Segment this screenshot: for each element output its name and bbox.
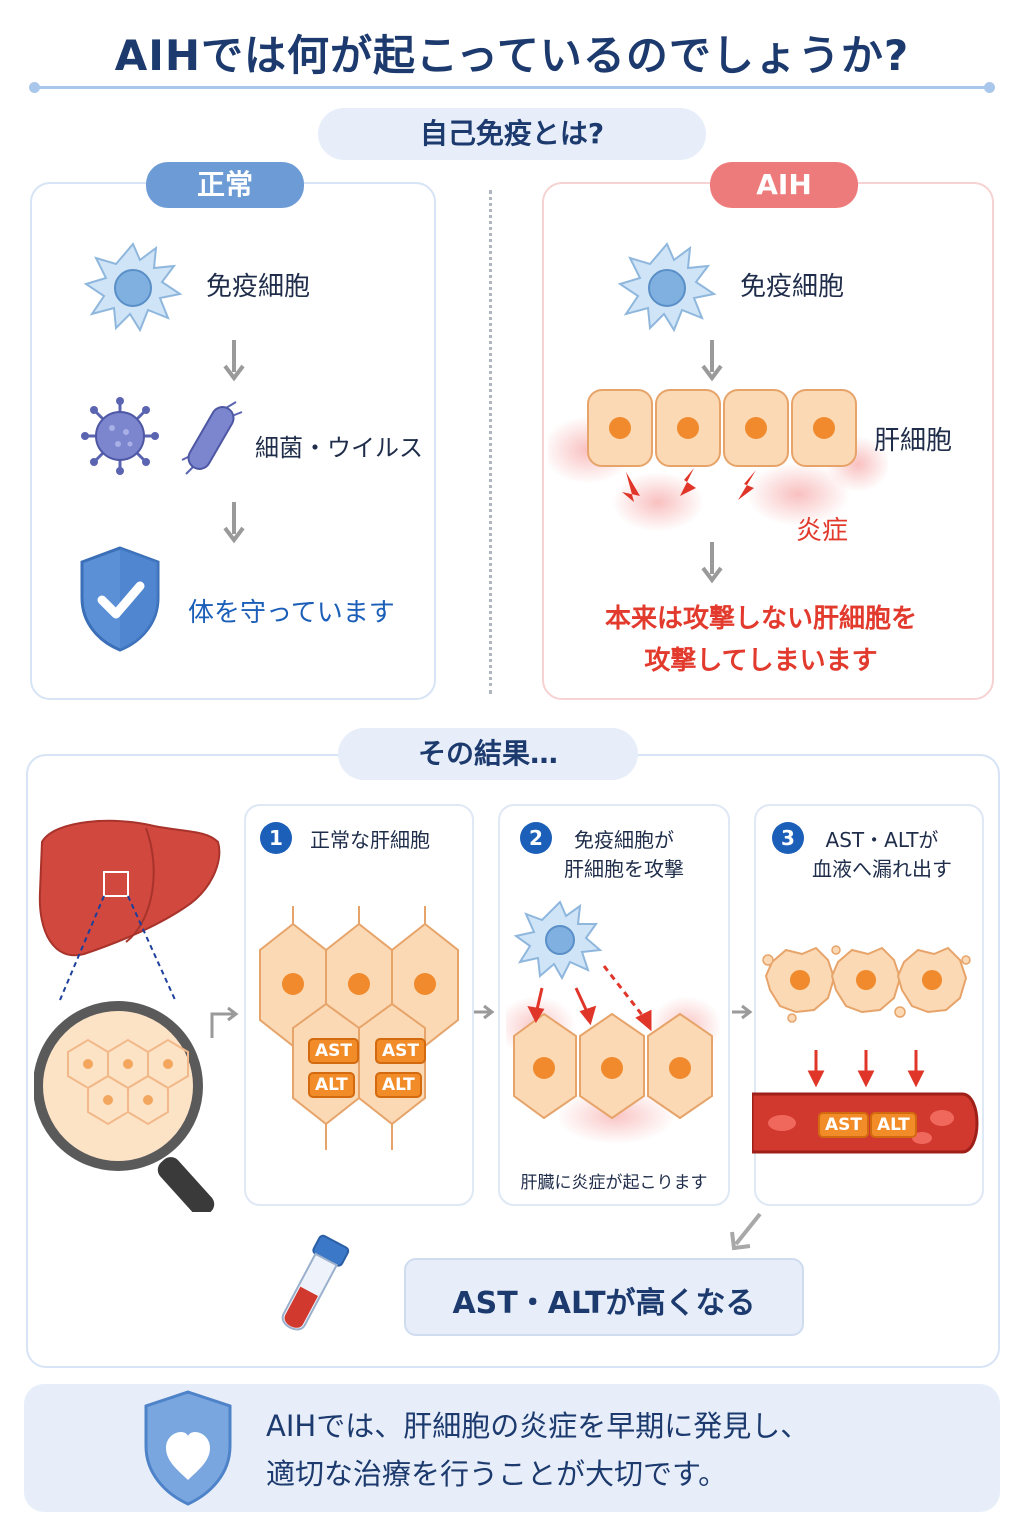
ast-chip: AST xyxy=(375,1038,426,1064)
title-divider xyxy=(29,82,995,93)
alt-chip: ALT xyxy=(308,1072,355,1098)
arrow-down-icon xyxy=(701,542,723,584)
arrow-down-icon xyxy=(223,340,245,382)
arrow-right-icon xyxy=(732,1004,753,1020)
aih-tag: AIH xyxy=(710,162,858,208)
conclusion-box xyxy=(404,1258,804,1336)
shield-check-icon xyxy=(80,546,160,652)
shield-heart-icon xyxy=(144,1390,232,1506)
leaking-cells-blood-vessel xyxy=(752,945,979,1154)
step-2-number: 2 xyxy=(520,822,552,854)
conclusion-text: AST・ALTが高くなる xyxy=(452,1286,756,1321)
aih-liver-cell-label: 肝細胞 xyxy=(874,426,953,456)
step-2-label-line1: 免疫細胞が xyxy=(574,828,674,852)
normal-immune-cell-label: 免疫細胞 xyxy=(206,272,311,302)
blood-test-tube-icon xyxy=(281,1234,350,1331)
step-3-label-line1: AST・ALTが xyxy=(825,828,939,852)
pathogen-label: 細菌・ウイルス xyxy=(255,434,423,462)
alt-chip: ALT xyxy=(375,1072,422,1098)
immune-cell-icon xyxy=(617,242,717,333)
protect-label: 体を守っています xyxy=(188,598,395,628)
ast-chip: AST xyxy=(308,1038,359,1064)
arrow-down-left-icon xyxy=(730,1212,762,1251)
arrow-down-icon xyxy=(701,340,723,382)
step-1-number: 1 xyxy=(260,822,292,854)
arrow-right-icon xyxy=(210,1006,239,1038)
autoimmunity-pill: 自己免疫とは? xyxy=(318,108,706,160)
step-3-label-line2: 血液へ漏れ出す xyxy=(812,857,952,881)
immune-attack-illustration xyxy=(506,900,720,1144)
aih-result-text: 本来は攻撃しない肝細胞を 攻撃してしまいます xyxy=(552,598,970,682)
arrow-right-icon xyxy=(474,1004,495,1020)
normal-liver-cells xyxy=(259,906,459,1150)
step-2-caption: 肝臓に炎症が起こります xyxy=(520,1173,708,1193)
footer-line2: 適切な治療を行うことが大切です。 xyxy=(266,1457,728,1491)
result-pill: その結果… xyxy=(338,728,638,780)
inflamed-liver-cells xyxy=(548,389,888,532)
aih-immune-cell-label: 免疫細胞 xyxy=(740,272,845,302)
arrow-down-icon xyxy=(223,502,245,544)
step-2-label: 免疫細胞が 肝細胞を攻撃 xyxy=(564,826,684,884)
immune-cell-icon xyxy=(83,242,183,333)
panel-divider xyxy=(489,190,492,694)
page-title: AIHでは何が起こっているのでしょうか? xyxy=(114,31,910,80)
normal-tag: 正常 xyxy=(146,162,304,208)
alt-chip: ALT xyxy=(870,1112,917,1138)
aih-result-line2: 攻撃してしまいます xyxy=(644,646,878,676)
liver-magnifier-icon xyxy=(34,819,221,1212)
inflammation-label: 炎症 xyxy=(796,516,849,546)
step-3-number: 3 xyxy=(772,822,804,854)
footer-text: AIHでは、肝細胞の炎症を早期に発見し、 適切な治療を行うことが大切です。 xyxy=(266,1402,809,1498)
ast-chip: AST xyxy=(818,1112,869,1138)
footer-line1: AIHでは、肝細胞の炎症を早期に発見し、 xyxy=(266,1409,810,1443)
virus-icon xyxy=(81,397,159,475)
aih-result-line1: 本来は攻撃しない肝細胞を xyxy=(604,604,917,634)
step-3-label: AST・ALTが 血液へ漏れ出す xyxy=(812,826,952,884)
step-2-label-line2: 肝細胞を攻撃 xyxy=(564,857,684,881)
step-1-label: 正常な肝細胞 xyxy=(310,828,430,852)
bacteria-icon xyxy=(181,401,243,475)
